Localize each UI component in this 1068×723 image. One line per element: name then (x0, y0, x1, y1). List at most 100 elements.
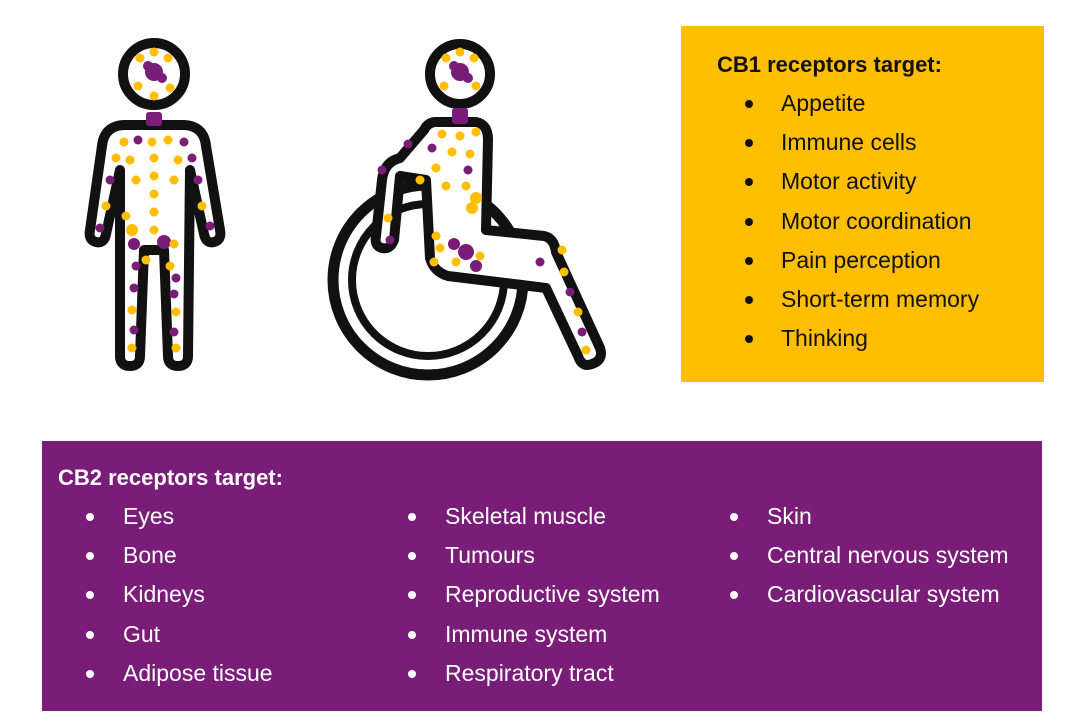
receptor-dot (470, 192, 482, 204)
receptor-dot (133, 135, 143, 145)
person-neck (146, 112, 162, 126)
receptor-dot (458, 244, 474, 260)
cb1-item: Motor coordination (717, 202, 1044, 241)
receptor-dot (129, 325, 139, 335)
receptor-dot (128, 238, 140, 250)
person-receptor-dots (95, 47, 215, 353)
receptor-dot (403, 139, 413, 149)
receptor-dot (475, 251, 485, 261)
receptor-dot (149, 207, 159, 217)
receptor-dot (131, 261, 141, 271)
receptor-dot (173, 155, 183, 165)
receptor-dot (559, 267, 569, 277)
receptor-dot (169, 327, 179, 337)
receptor-dot (95, 223, 105, 233)
receptor-dot (169, 175, 179, 185)
cb2-panel: CB2 receptors target: Eyes Bone Kidneys … (42, 441, 1042, 711)
receptor-dot (149, 153, 159, 163)
cb2-item: Skin (702, 497, 1009, 536)
cb1-item: Immune cells (717, 123, 1044, 162)
cb2-item: Cardiovascular system (702, 575, 1009, 614)
receptor-dot (171, 307, 181, 317)
receptor-dot (449, 61, 459, 71)
receptor-dot (171, 343, 181, 353)
cb1-list: Appetite Immune cells Motor activity Mot… (717, 84, 1044, 358)
receptor-dot (435, 243, 445, 253)
receptor-dot (149, 171, 159, 181)
cb2-item: Immune system (380, 615, 660, 654)
receptor-dot (121, 211, 131, 221)
receptor-dot (470, 260, 482, 272)
receptor-dot (573, 307, 583, 317)
receptor-dot (147, 137, 157, 147)
receptor-dot (165, 83, 175, 93)
receptor-dot (163, 53, 173, 63)
receptor-dot (149, 47, 159, 57)
receptor-dot (126, 224, 138, 236)
receptor-dot (127, 305, 137, 315)
receptor-dot (165, 261, 175, 271)
receptor-dot (385, 235, 395, 245)
wheelchair-receptor-dots (377, 47, 591, 355)
receptor-dot (429, 257, 439, 267)
receptor-dot (383, 213, 393, 223)
receptor-dot (469, 53, 479, 63)
receptor-dot (439, 81, 449, 91)
cb2-item: Adipose tissue (58, 654, 273, 693)
receptor-dot (463, 165, 473, 175)
cb2-column: Eyes Bone Kidneys Gut Adipose tissue (58, 497, 273, 693)
receptor-dot (157, 235, 171, 249)
receptor-dot (119, 137, 129, 147)
receptor-dot (163, 135, 173, 145)
receptor-dot (157, 73, 167, 83)
receptor-dot (149, 91, 159, 101)
receptor-dot (143, 61, 153, 71)
receptor-dot (377, 165, 387, 175)
cb1-item: Pain perception (717, 241, 1044, 280)
receptor-dot (179, 137, 189, 147)
receptor-dot (135, 53, 145, 63)
receptor-dot (447, 147, 457, 157)
cb1-item: Short-term memory (717, 280, 1044, 319)
cb2-columns: Eyes Bone Kidneys Gut Adipose tissue Ske… (58, 497, 1042, 697)
person-icon (84, 38, 226, 371)
receptor-dot (127, 343, 137, 353)
receptor-dot (461, 181, 471, 191)
cb2-title: CB2 receptors target: (58, 465, 283, 490)
receptor-dot (535, 257, 545, 267)
receptor-dot (455, 47, 465, 57)
receptor-dot (197, 201, 207, 211)
cb2-item: Kidneys (58, 575, 273, 614)
receptor-dot (565, 287, 575, 297)
wheelchair-icon (327, 39, 606, 381)
receptor-dot (431, 231, 441, 241)
receptor-dot (133, 81, 143, 91)
receptor-dot (101, 201, 111, 211)
receptor-dot (169, 239, 179, 249)
receptor-dot (149, 225, 159, 235)
cb2-item: Reproductive system (380, 575, 660, 614)
cb1-panel: CB1 receptors target: Appetite Immune ce… (681, 26, 1044, 382)
receptor-dot (129, 283, 139, 293)
receptor-dot (441, 181, 451, 191)
receptor-dot (451, 257, 461, 267)
cb2-item: Gut (58, 615, 273, 654)
receptor-dot (125, 155, 135, 165)
receptor-dot (448, 238, 460, 250)
receptor-dot (431, 163, 441, 173)
wheelchair-neck (452, 108, 468, 124)
cb2-item: Central nervous system (702, 536, 1009, 575)
receptor-dot (437, 129, 447, 139)
receptor-dot (111, 153, 121, 163)
receptor-dot (581, 345, 591, 355)
cb2-item: Eyes (58, 497, 273, 536)
receptor-dot (463, 73, 473, 83)
receptor-dot (471, 127, 481, 137)
receptor-dot (171, 273, 181, 283)
receptor-dot (141, 255, 151, 265)
receptor-dot (149, 189, 159, 199)
receptor-dot (131, 175, 141, 185)
receptor-dot (455, 131, 465, 141)
cb2-item: Tumours (380, 536, 660, 575)
receptor-dot (427, 143, 437, 153)
